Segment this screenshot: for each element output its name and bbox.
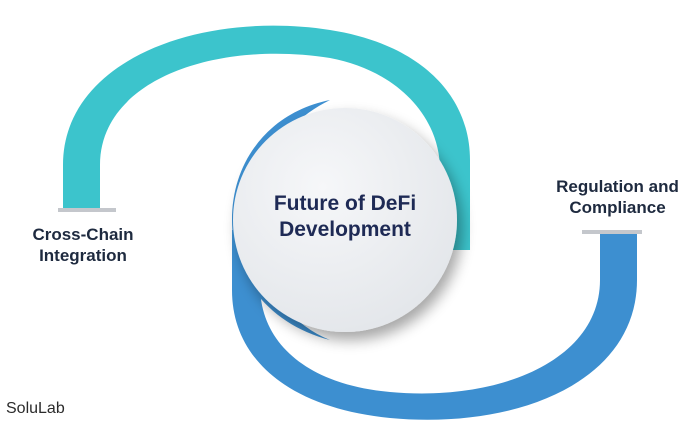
tab-left (58, 208, 116, 212)
item-label-cross-chain: Cross-Chain Integration (8, 224, 158, 267)
center-title: Future of DeFi Development (230, 191, 460, 244)
item-label-line1: Regulation and (556, 177, 679, 196)
center-title-line1: Future of DeFi (273, 192, 417, 215)
item-label-line1: Cross-Chain (32, 225, 134, 244)
item-label-regulation: Regulation and Compliance (535, 176, 700, 219)
tab-right (582, 230, 642, 234)
center-title-line2: Development (279, 218, 411, 242)
item-label-line2: Integration (39, 246, 127, 266)
item-label-line2: Compliance (569, 198, 666, 218)
center-circle (233, 108, 457, 332)
brand-logo-text: SoluLab (6, 400, 65, 417)
blue-arc (232, 230, 637, 420)
